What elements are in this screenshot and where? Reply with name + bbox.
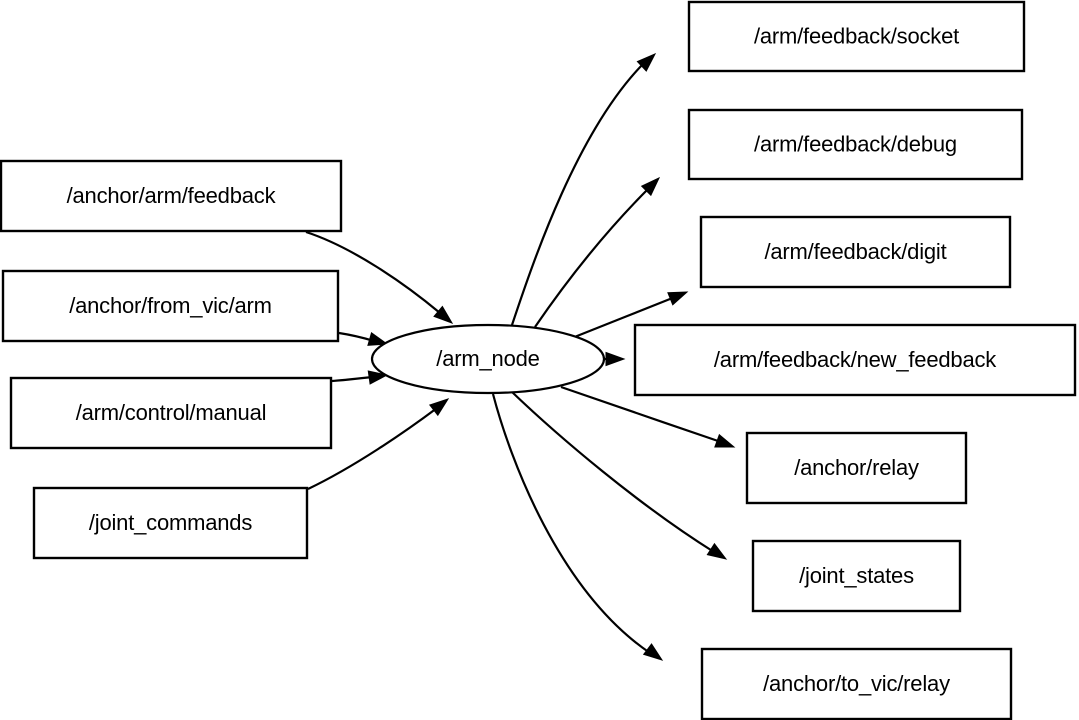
node-label: /arm/feedback/new_feedback [714,347,997,372]
edge-arm-node-to-arm-feedback-new-feedback [605,351,626,367]
node-box[interactable] [9,376,333,450]
edge-arm-node-to-anchor-relay [560,385,736,448]
arrowhead-icon [640,176,661,197]
node-label: /joint_states [799,563,914,588]
arrowhead-icon [433,305,454,324]
node-box[interactable] [32,486,309,560]
edge-anchor-arm-feedback-to-arm-node [305,230,454,324]
center-node-label: /arm_node [436,346,539,371]
node-box[interactable] [700,647,1013,720]
arrowhead-icon [714,433,736,448]
node-label: /arm/feedback/debug [754,131,957,156]
node-label: /anchor/arm/feedback [67,183,277,208]
edge-arm-node-to-anchor-to-vic-relay [491,393,664,661]
arrowhead-icon [605,351,626,367]
publisher-topic-node-1[interactable]: /anchor/from_vic/arm [1,269,340,343]
edge-joint-commands-to-arm-node [307,398,450,490]
edge-arm-node-to-arm-feedback-debug [534,176,661,328]
arrowhead-icon [706,542,728,560]
edge-line [331,375,375,383]
edge-line [560,385,722,444]
edge-arm-node-to-arm-feedback-digit [571,291,689,340]
node-box[interactable] [1,269,340,343]
subscriber-topic-node-6[interactable]: /anchor/to_vic/relay [700,647,1013,720]
subscriber-topic-node-2[interactable]: /arm/feedback/digit [699,215,1012,289]
subscriber-topic-node-5[interactable]: /joint_states [751,539,962,613]
node-ellipse[interactable] [370,323,606,395]
node-label: /joint_commands [89,510,252,535]
node-box[interactable] [751,539,962,613]
node-box[interactable] [687,0,1026,73]
edge-line [534,186,651,328]
edge-line [307,407,438,490]
node-label: /arm/feedback/socket [754,23,959,48]
subscriber-topic-node-1[interactable]: /arm/feedback/debug [687,108,1024,181]
edge-line [511,391,715,553]
node-box[interactable] [745,431,968,505]
edge-arm-node-to-arm-feedback-socket [510,52,657,326]
node-label: /arm/control/manual [76,400,267,425]
arrowhead-icon [428,398,450,417]
subscriber-topic-node-3[interactable]: /arm/feedback/new_feedback [633,323,1077,397]
edge-line [510,61,646,326]
node-box[interactable] [687,108,1024,181]
publisher-topic-node-2[interactable]: /arm/control/manual [9,376,333,450]
arrowhead-icon [667,291,689,306]
arrowhead-icon [367,331,389,346]
publisher-topic-node-3[interactable]: /joint_commands [32,486,309,560]
arrowhead-icon [642,643,664,661]
node-label: /arm/feedback/digit [764,239,946,264]
node-box[interactable] [633,323,1077,397]
edges-layer [305,52,736,661]
arrowhead-icon [636,52,657,72]
node-box[interactable] [699,215,1012,289]
node-label: /anchor/relay [794,455,919,480]
subscriber-topic-node-4[interactable]: /anchor/relay [745,431,968,505]
edge-line [338,331,375,343]
edge-line [305,230,441,314]
edge-anchor-from-vic-arm-to-arm-node [338,331,389,346]
center-node[interactable]: /arm_node [370,323,606,395]
node-box[interactable] [0,159,343,233]
node-label: /anchor/from_vic/arm [69,293,272,318]
edge-arm-node-to-joint-states [511,391,728,560]
publisher-topic-node-0[interactable]: /anchor/arm/feedback [0,159,343,233]
edge-line [571,295,676,340]
subscriber-topic-node-0[interactable]: /arm/feedback/socket [687,0,1026,73]
node-label: /anchor/to_vic/relay [763,671,950,696]
edge-line [491,393,651,654]
